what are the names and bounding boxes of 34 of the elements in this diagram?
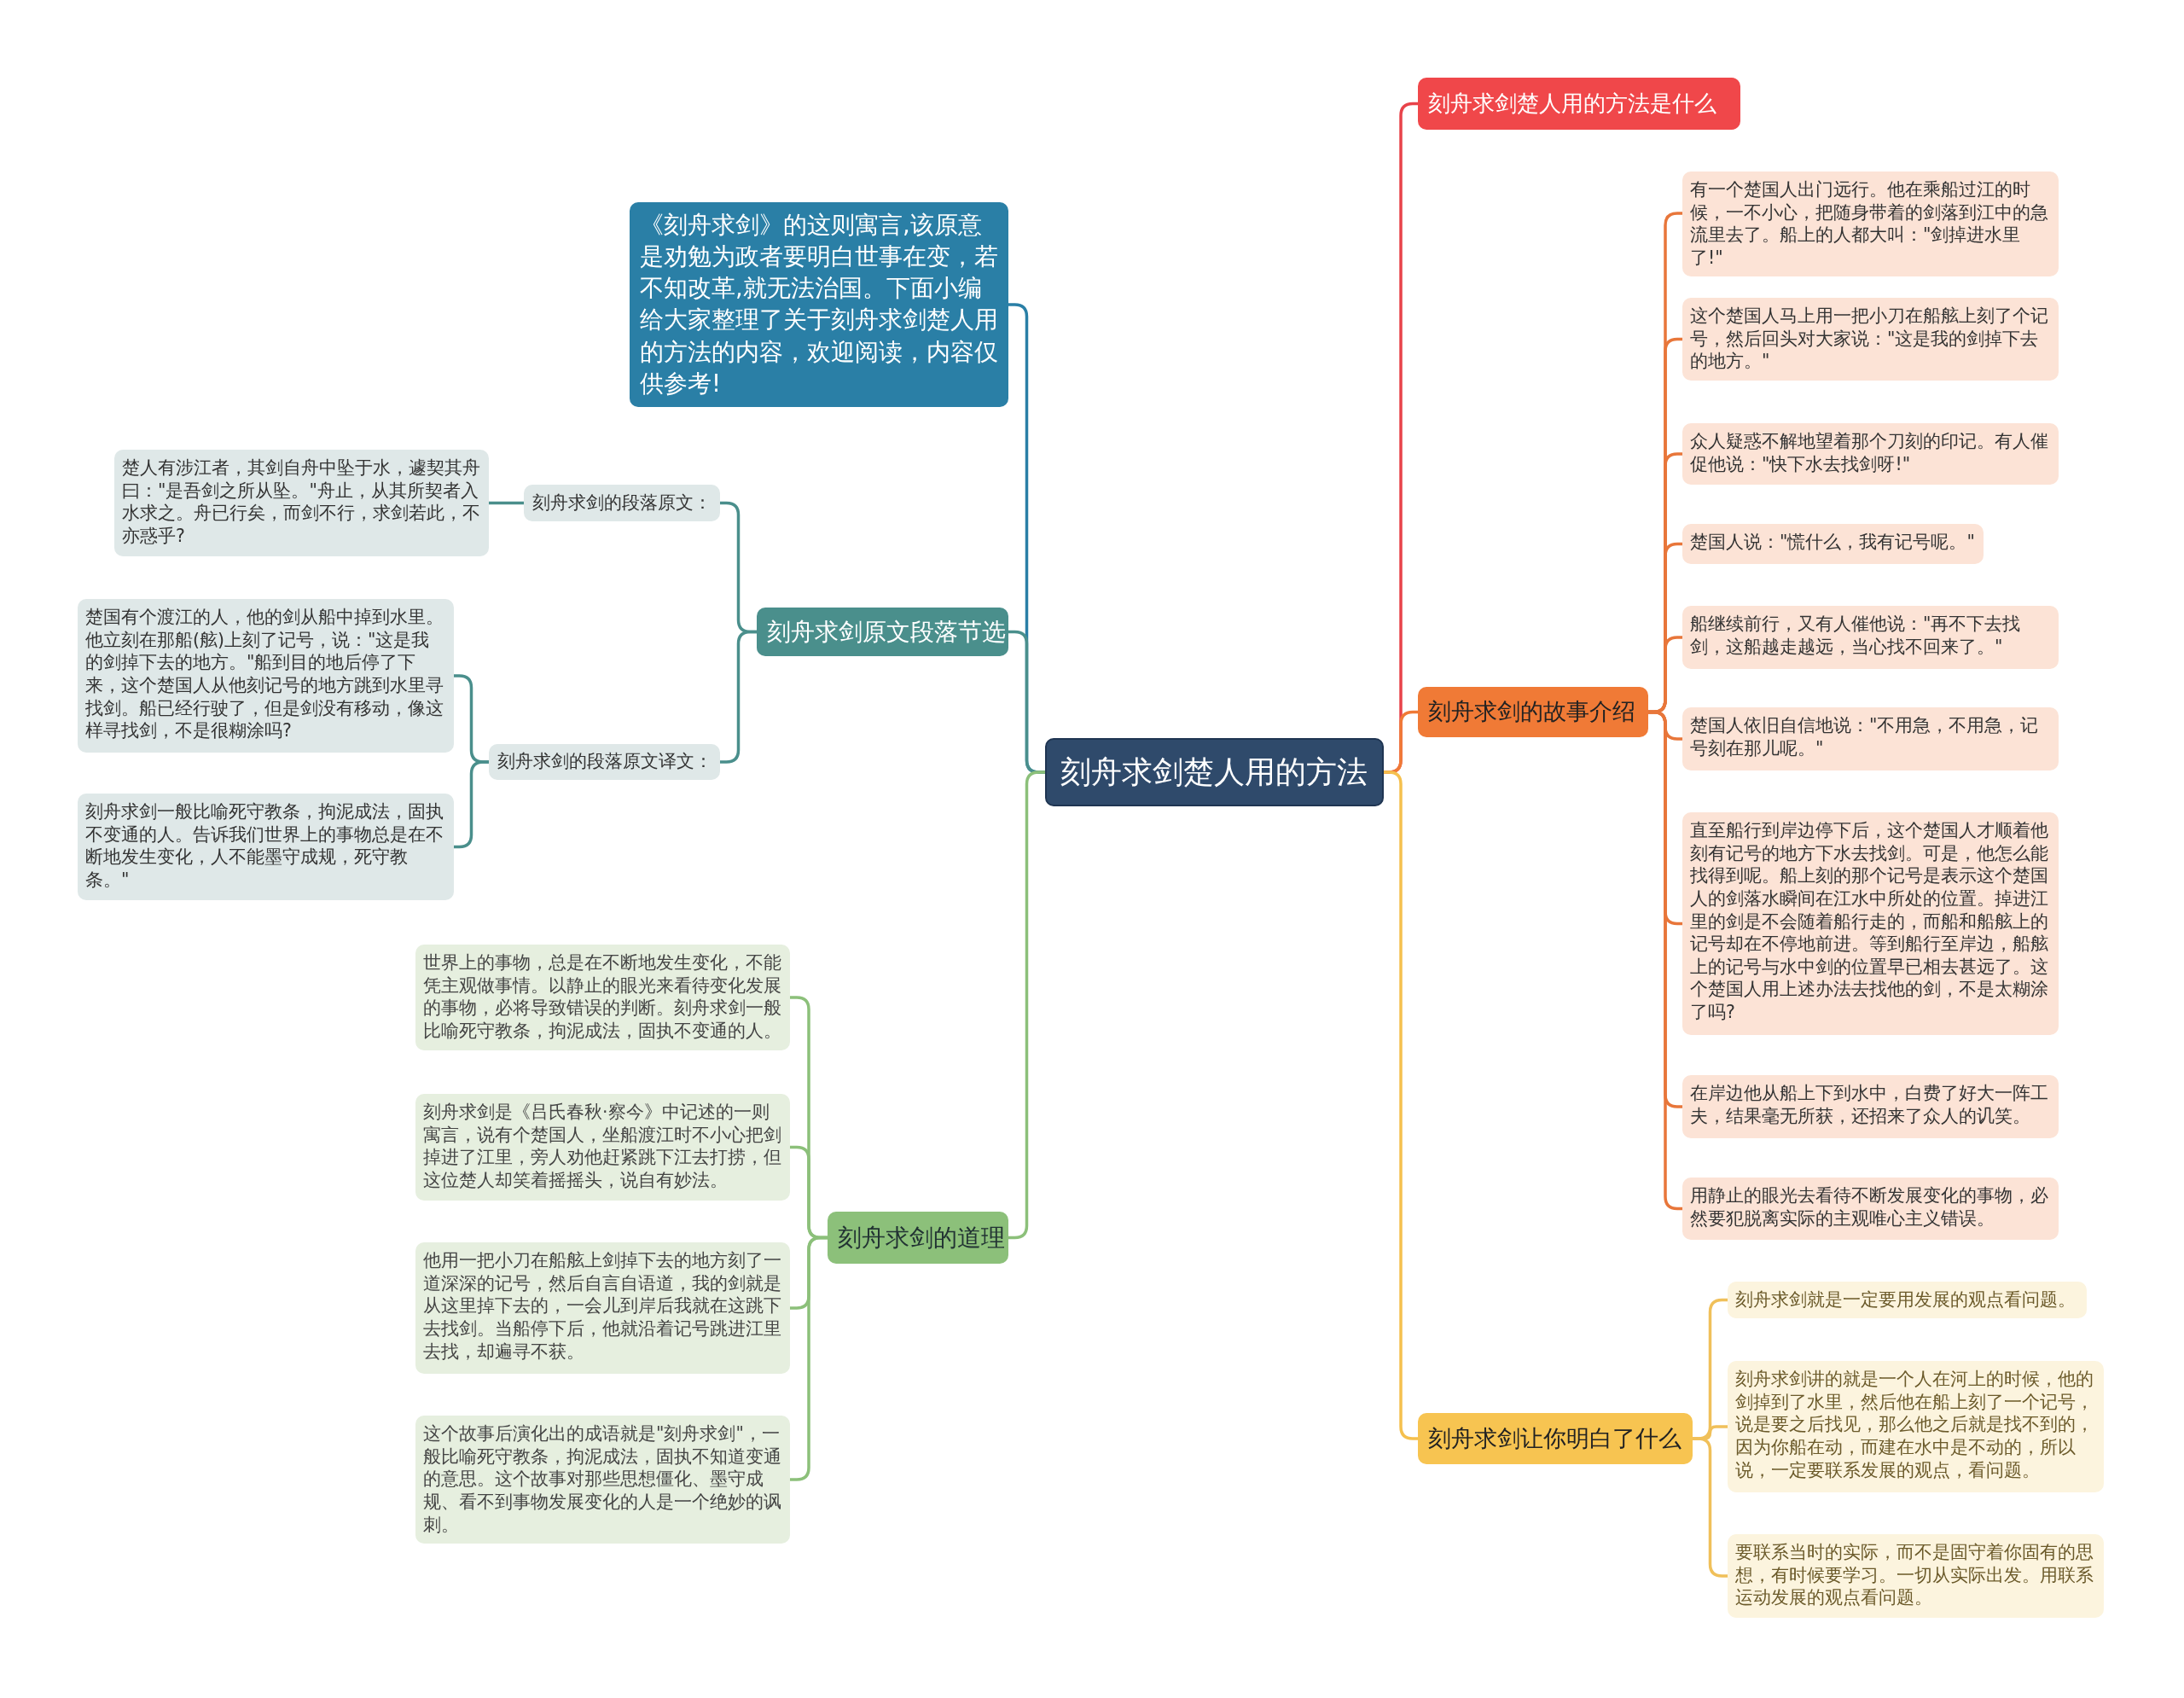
text-box: 用静止的眼光去看待不断发展变化的事物，必然要犯脱离实际的主观唯心主义错误。: [1682, 1178, 2059, 1240]
topic-box: 刻舟求剑让你明白了什么: [1418, 1413, 1693, 1464]
text-box: 这个故事后演化出的成语就是"刻舟求剑"，一般比喻死守教条，拘泥成法，固执不知道变通的意思。这个故事对那些思想僵化、墨守成规、看不到事物发展变化的人是一个绝妙的讽刺。: [415, 1416, 790, 1544]
connector-line: [790, 1236, 828, 1481]
text-box: 这个楚国人马上用一把小刀在船舷上刻了个记号，然后回头对大家说："这是我的剑掉下去的地方。": [1682, 298, 2059, 381]
text-box: 要联系当时的实际，而不是固守着你固有的思想，有时候要学习。一切从实际出发。用联系运动发展的观点看问题。: [1728, 1534, 2104, 1618]
text-box: 他用一把小刀在船舷上剑掉下去的地方刻了一道深深的记号，然后自言自语道，我的剑就是从这里掉下去的，一会儿到岸后我就在这跳下去找剑。当船停下后，他就沿着记号跳进江里去找，却遍寻不获。: [415, 1242, 790, 1374]
text-box: 刻舟求剑讲的就是一个人在河上的时候，他的剑掉到了水里，然后他在船上刻了一个记号，说是要之后找见，那么他之后就是找不到的，因为你船在动，而建在水中是不动的，所以说，一定要联系发展的观点，看问题。: [1728, 1361, 2104, 1492]
text-box: 刻舟求剑一般比喻死守教条，拘泥成法，固执不变通的人。告诉我们世界上的事物总是在不断地发生变化，人不能墨守成规，死守教条。": [78, 794, 454, 900]
topic-box: 刻舟求剑的故事介绍: [1418, 687, 1648, 737]
text-box: 世界上的事物，总是在不断地发生变化，不能凭主观做事情。以静止的眼光来看待变化发展的事物，必将导致错误的判断。刻舟求剑一般比喻死守教条，拘泥成法，固执不变通的人。: [415, 945, 790, 1050]
text-box: 在岸边他从船上下到水中，白费了好大一阵工夫，结果毫无所获，还招来了众人的讥笑。: [1682, 1075, 2059, 1138]
text-box: 有一个楚国人出门远行。他在乘船过江的时候，一不小心，把随身带着的剑落到江中的急流里去了。船上的人都大叫："剑掉进水里了!": [1682, 172, 2059, 276]
text-box: 楚人有涉江者，其剑自舟中坠于水，遽契其舟曰："是吾剑之所从坠。"舟止，从其所契者入水求之。舟已行矣，而剑不行，求剑若此，不亦惑乎?: [114, 450, 489, 556]
text-box: 刻舟求剑是《吕氏春秋·察今》中记述的一则寓言，说有个楚国人，坐船渡江时不小心把剑掉进了江里，旁人劝他赶紧跳下江去打捞，但这位楚人却笑着摇摇头，说自有妙法。: [415, 1094, 790, 1201]
subtopic-box: 刻舟求剑的段落原文译文：: [489, 744, 720, 780]
connector-line: [454, 760, 489, 849]
central-topic-box: 刻舟求剑楚人用的方法: [1045, 738, 1384, 806]
topic-box: 《刻舟求剑》的这则寓言,该原意是劝勉为政者要明白世事在变，若不知改革,就无法治国。下面小编给大家整理了关于刻舟求剑楚人用的方法的内容，欢迎阅读，内容仅供参考!: [630, 202, 1008, 407]
topic-box: 刻舟求剑的道理: [828, 1212, 1008, 1264]
connector-line: [720, 630, 757, 764]
text-box: 众人疑惑不解地望着那个刀刻的印记。有人催促他说："快下水去找剑呀!": [1682, 423, 2059, 485]
connector-line: [489, 501, 524, 505]
text-box: 楚国有个渡江的人，他的剑从船中掉到水里。他立刻在那船(舷)上刻了记号，说："这是我的剑掉下去的地方。"船到目的地后停了下来，这个楚国人从他刻记号的地方跳到水里寻找剑。船已经行驶了，但是剑没有移动，像这样寻找剑，不是很糊涂吗?: [78, 599, 454, 753]
text-box: 楚国人说："慌什么，我有记号呢。": [1682, 524, 1984, 564]
text-box: 刻舟求剑就是一定要用发展的观点看问题。: [1728, 1282, 2087, 1318]
subtopic-box: 刻舟求剑的段落原文：: [524, 485, 720, 521]
text-box: 楚国人依旧自信地说："不用急，不用急，记号刻在那儿呢。": [1682, 707, 2059, 770]
topic-box: 刻舟求剑原文段落节选: [757, 608, 1008, 656]
connector-line: [1008, 770, 1045, 1240]
text-box: 船继续前行，又有人催他说："再不下去找剑，这船越走越远，当心找不回来了。": [1682, 606, 2059, 669]
connector-line: [1693, 1437, 1728, 1578]
topic-box: 刻舟求剑楚人用的方法是什么: [1418, 78, 1740, 130]
text-box: 直至船行到岸边停下后，这个楚国人才顺着他刻有记号的地方下水去找剑。可是，他怎么能找得到呢。船上刻的那个记号是表示这个楚国人的剑落水瞬间在江水中所处的位置。掉进江里的剑是不会随着船行走的，而船和船舷上的记号却在不停地前进。等到船行至岸边，船舷上的记号与水中剑的位置早已相去甚远了。这个楚国人用上述办法去找他的剑，不是太糊涂了吗?: [1682, 812, 2059, 1035]
